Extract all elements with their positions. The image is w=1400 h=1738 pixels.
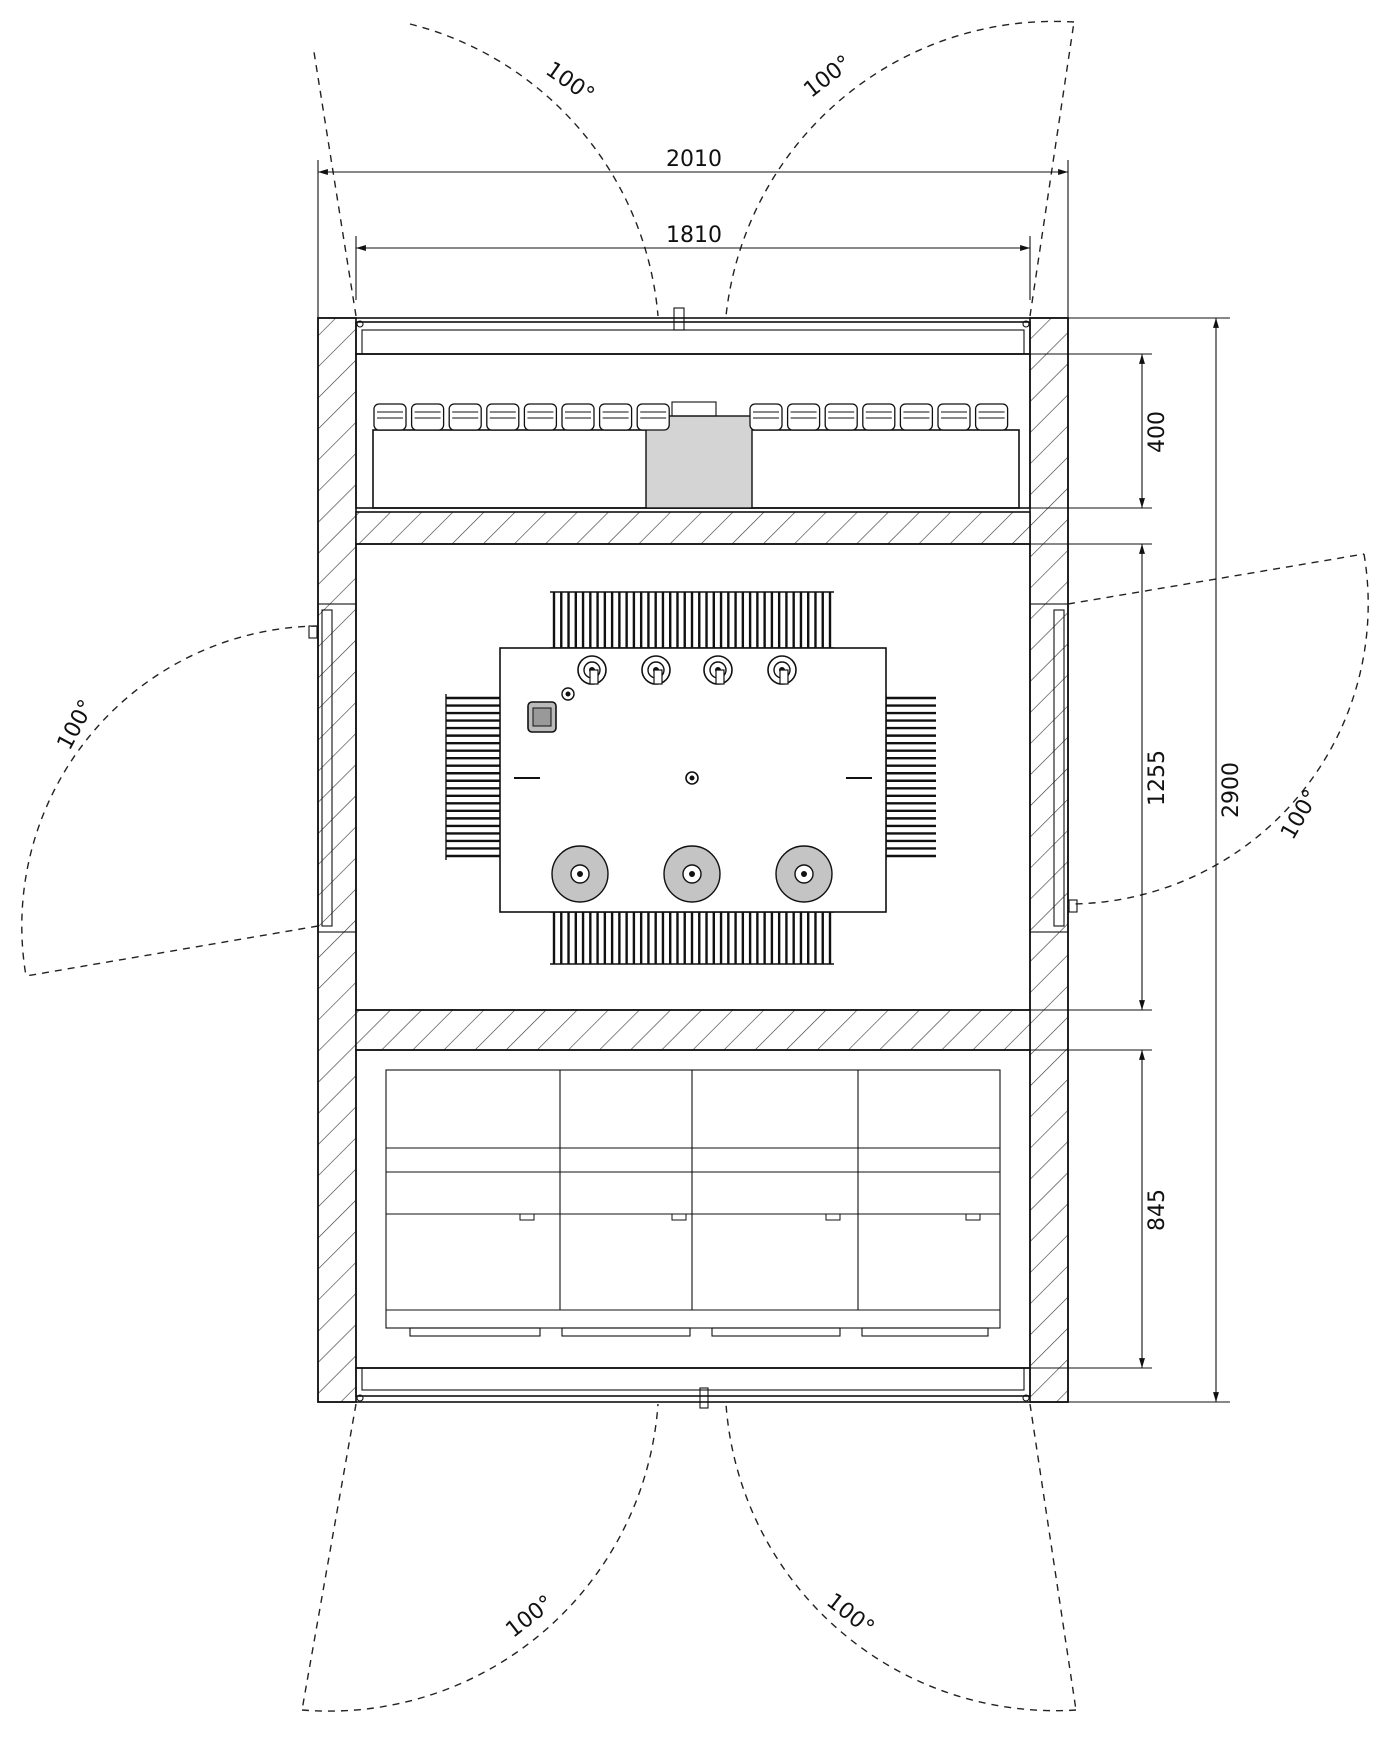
top-section [355, 307, 1031, 509]
roller-bank-bottom [550, 911, 834, 965]
top-roller [598, 403, 633, 431]
hv-bushings [577, 655, 797, 685]
top-roller [974, 403, 1009, 431]
top-roller [486, 403, 520, 431]
roller-bank-left [445, 694, 500, 860]
dim-top-section: 400 [1145, 411, 1170, 453]
top-roller [749, 403, 783, 431]
angle-left: 100° [53, 696, 100, 755]
hv-bushing [767, 655, 797, 685]
top-roller [862, 403, 896, 431]
top-roller [786, 403, 821, 431]
dim-bottom-section: 845 [1145, 1189, 1170, 1231]
roller-bank-right [885, 694, 936, 860]
top-roller [523, 403, 558, 431]
bottom-section [355, 1049, 1031, 1409]
hv-bushing [641, 655, 671, 685]
top-roller [824, 403, 858, 431]
angle-right: 100° [1276, 786, 1324, 844]
lv-bushing [663, 845, 721, 903]
top-roller [448, 403, 482, 431]
hv-bushing [703, 655, 733, 685]
lv-bushing [551, 845, 609, 903]
top-roller [937, 403, 971, 431]
top-roller [561, 403, 595, 431]
top-roller [899, 403, 934, 431]
top-roller [373, 403, 407, 431]
hv-bushing [577, 655, 607, 685]
top-control-box [645, 415, 753, 509]
dim-outer-width: 2010 [666, 147, 722, 172]
angle-bottom-left: 100° [501, 1591, 558, 1643]
dimension-lines [317, 160, 1230, 1403]
top-roller [636, 403, 670, 431]
top-roller-row [373, 403, 1009, 431]
outer-walls [317, 317, 1069, 1403]
dim-total-depth: 2900 [1219, 762, 1244, 818]
lv-bushing [775, 845, 833, 903]
angle-bottom-right: 100° [821, 1589, 878, 1641]
angle-top-right: 100° [799, 51, 856, 103]
dim-inner-width: 1810 [666, 223, 722, 248]
top-roller [410, 403, 445, 431]
dim-middle-section: 1255 [1145, 750, 1170, 806]
middle-section [308, 543, 1078, 1011]
angle-top-left: 100° [541, 57, 599, 108]
lv-bushings [551, 845, 833, 903]
roller-bank-top [550, 591, 834, 649]
